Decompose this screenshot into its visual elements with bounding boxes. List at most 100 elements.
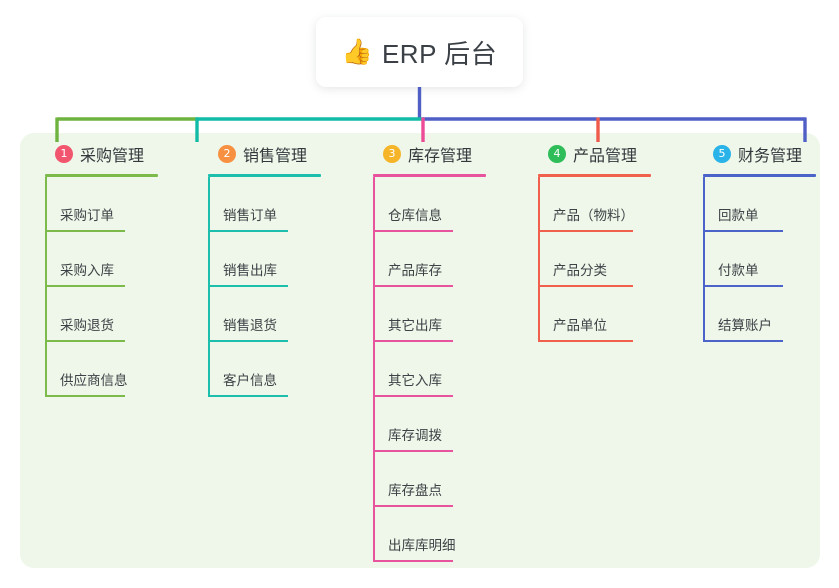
branch-item[interactable]: 销售退货 <box>196 287 314 342</box>
branch-item-label: 采购退货 <box>60 318 114 333</box>
branch-item[interactable]: 采购入库 <box>33 232 151 287</box>
branch-number-badge: 5 <box>713 145 731 163</box>
branch-item-rule <box>373 395 453 397</box>
branch-item-list: 销售订单销售出库销售退货客户信息 <box>196 177 314 397</box>
root-node-title: ERP 后台 <box>381 38 498 69</box>
branch-column-1: 1 采购管理采购订单采购入库采购退货供应商信息 <box>33 140 158 397</box>
branch-item-label: 出库库明细 <box>388 538 456 553</box>
branch-item-label: 付款单 <box>718 263 759 278</box>
branch-item-label: 采购入库 <box>60 263 114 278</box>
branch-item-rule <box>45 285 125 287</box>
branch-header-rule <box>208 174 321 177</box>
branch-item[interactable]: 采购退货 <box>33 287 151 342</box>
branch-item[interactable]: 采购订单 <box>33 177 151 232</box>
branch-number-badge: 1 <box>55 145 73 163</box>
branch-column-2: 2 销售管理销售订单销售出库销售退货客户信息 <box>196 140 321 397</box>
branch-item[interactable]: 其它入库 <box>361 342 479 397</box>
branch-title: 采购管理 <box>80 148 145 165</box>
branch-item-label: 其它入库 <box>388 373 442 388</box>
branch-item-label: 产品分类 <box>553 263 607 278</box>
branch-header-rule <box>45 174 158 177</box>
branch-number-badge: 4 <box>548 145 566 163</box>
branch-item-label: 采购订单 <box>60 208 114 223</box>
branch-item-label: 产品单位 <box>553 318 607 333</box>
branch-item[interactable]: 产品分类 <box>526 232 644 287</box>
branch-title: 产品管理 <box>573 148 638 165</box>
branch-header-5[interactable]: 5 财务管理 <box>691 140 809 168</box>
branch-item-rule <box>373 340 453 342</box>
branch-item-rule <box>373 285 453 287</box>
branch-header-4[interactable]: 4 产品管理 <box>526 140 644 168</box>
branch-item-label: 结算账户 <box>718 318 772 333</box>
branch-item[interactable]: 客户信息 <box>196 342 314 397</box>
branch-header-rule <box>538 174 651 177</box>
branch-item[interactable]: 出库库明细 <box>361 507 479 562</box>
branch-item-rule <box>373 505 453 507</box>
branch-item[interactable]: 销售订单 <box>196 177 314 232</box>
branch-spine-line <box>538 177 540 342</box>
branch-item-label: 回款单 <box>718 208 759 223</box>
branch-title: 财务管理 <box>738 148 803 165</box>
branch-item-rule <box>208 395 288 397</box>
branch-item[interactable]: 回款单 <box>691 177 809 232</box>
branch-spine-line <box>208 177 210 397</box>
branch-item-list: 仓库信息产品库存其它出库其它入库库存调拨库存盘点出库库明细 <box>361 177 479 562</box>
branch-column-5: 5 财务管理回款单付款单结算账户 <box>691 140 816 342</box>
branch-title: 销售管理 <box>243 148 308 165</box>
branch-item-rule <box>538 285 633 287</box>
branch-item[interactable]: 供应商信息 <box>33 342 151 397</box>
branch-item-rule <box>538 340 633 342</box>
branch-column-4: 4 产品管理产品（物料） 产品分类产品单位 <box>526 140 651 342</box>
branch-item-rule <box>703 285 783 287</box>
branch-item-label: 仓库信息 <box>388 208 442 223</box>
branch-header-2[interactable]: 2 销售管理 <box>196 140 314 168</box>
branch-number-badge: 2 <box>218 145 236 163</box>
branch-item[interactable]: 库存调拨 <box>361 397 479 452</box>
branch-spine-line <box>703 177 705 342</box>
branch-item-rule <box>373 230 453 232</box>
branch-item-rule <box>373 450 453 452</box>
branch-item-label: 库存盘点 <box>388 483 442 498</box>
branch-item-list: 采购订单采购入库采购退货供应商信息 <box>33 177 151 397</box>
branch-header-rule <box>373 174 486 177</box>
branch-item-label: 销售订单 <box>223 208 277 223</box>
branch-header-rule <box>703 174 816 177</box>
branch-spine-line <box>45 177 47 397</box>
branch-item[interactable]: 付款单 <box>691 232 809 287</box>
branch-item-label: 供应商信息 <box>60 373 128 388</box>
branch-item-label: 库存调拨 <box>388 428 442 443</box>
branch-item[interactable]: 仓库信息 <box>361 177 479 232</box>
branch-item-rule <box>45 395 125 397</box>
branch-item[interactable]: 结算账户 <box>691 287 809 342</box>
thumbs-up-icon: 👍 <box>341 37 373 66</box>
branch-item-rule <box>45 230 125 232</box>
branch-item[interactable]: 产品单位 <box>526 287 644 342</box>
branch-item-list: 回款单付款单结算账户 <box>691 177 809 342</box>
branch-item-label: 销售出库 <box>223 263 277 278</box>
branch-item-label: 产品（物料） <box>553 208 634 223</box>
branch-item[interactable]: 库存盘点 <box>361 452 479 507</box>
branch-item-rule <box>538 230 633 232</box>
branch-header-1[interactable]: 1 采购管理 <box>33 140 151 168</box>
branch-item-label: 客户信息 <box>223 373 277 388</box>
root-node-erp-backend[interactable]: 👍 ERP 后台 <box>316 17 523 87</box>
branch-item-rule <box>208 285 288 287</box>
branch-spine-line <box>373 177 375 562</box>
branch-item[interactable]: 产品库存 <box>361 232 479 287</box>
branch-item[interactable]: 产品（物料） <box>526 177 644 232</box>
branch-item-label: 销售退货 <box>223 318 277 333</box>
branch-item-rule <box>208 340 288 342</box>
branch-item-label: 其它出库 <box>388 318 442 333</box>
diagram-background-panel <box>20 133 820 568</box>
branch-number-badge: 3 <box>383 145 401 163</box>
branch-item[interactable]: 其它出库 <box>361 287 479 342</box>
branch-item-rule <box>703 340 783 342</box>
branch-item[interactable]: 销售出库 <box>196 232 314 287</box>
branch-item-list: 产品（物料） 产品分类产品单位 <box>526 177 644 342</box>
branch-item-label: 产品库存 <box>388 263 442 278</box>
branch-item-rule <box>703 230 783 232</box>
branch-item-rule <box>208 230 288 232</box>
